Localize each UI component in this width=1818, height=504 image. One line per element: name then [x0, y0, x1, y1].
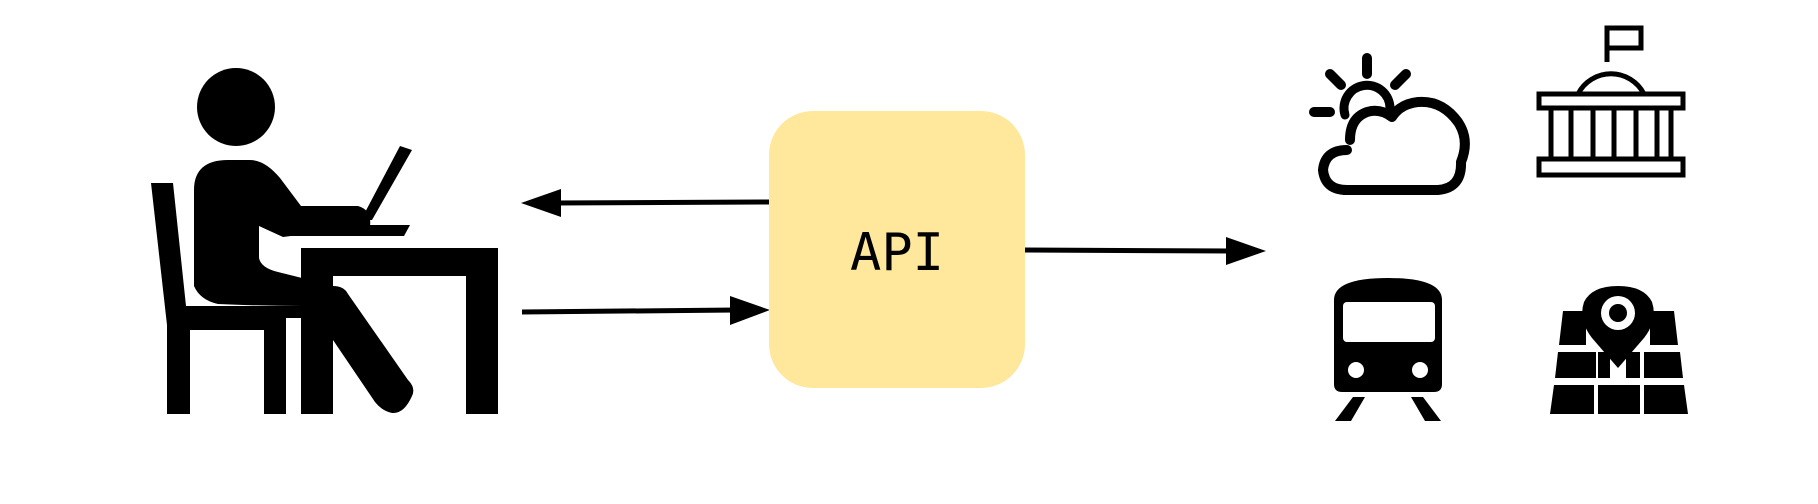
person-at-laptop-icon — [151, 68, 498, 414]
map-location-pin-icon — [1550, 286, 1688, 414]
api-box: API — [769, 111, 1025, 388]
arrow-user-to-api — [521, 296, 770, 325]
api-box-background — [769, 111, 1025, 388]
government-building-icon — [1536, 25, 1686, 178]
train-icon — [1334, 278, 1442, 421]
partly-sunny-cloud-icon — [1309, 53, 1470, 195]
arrow-api-to-services — [1024, 237, 1266, 265]
arrow-api-to-user — [521, 189, 770, 217]
api-label: API — [850, 223, 944, 283]
